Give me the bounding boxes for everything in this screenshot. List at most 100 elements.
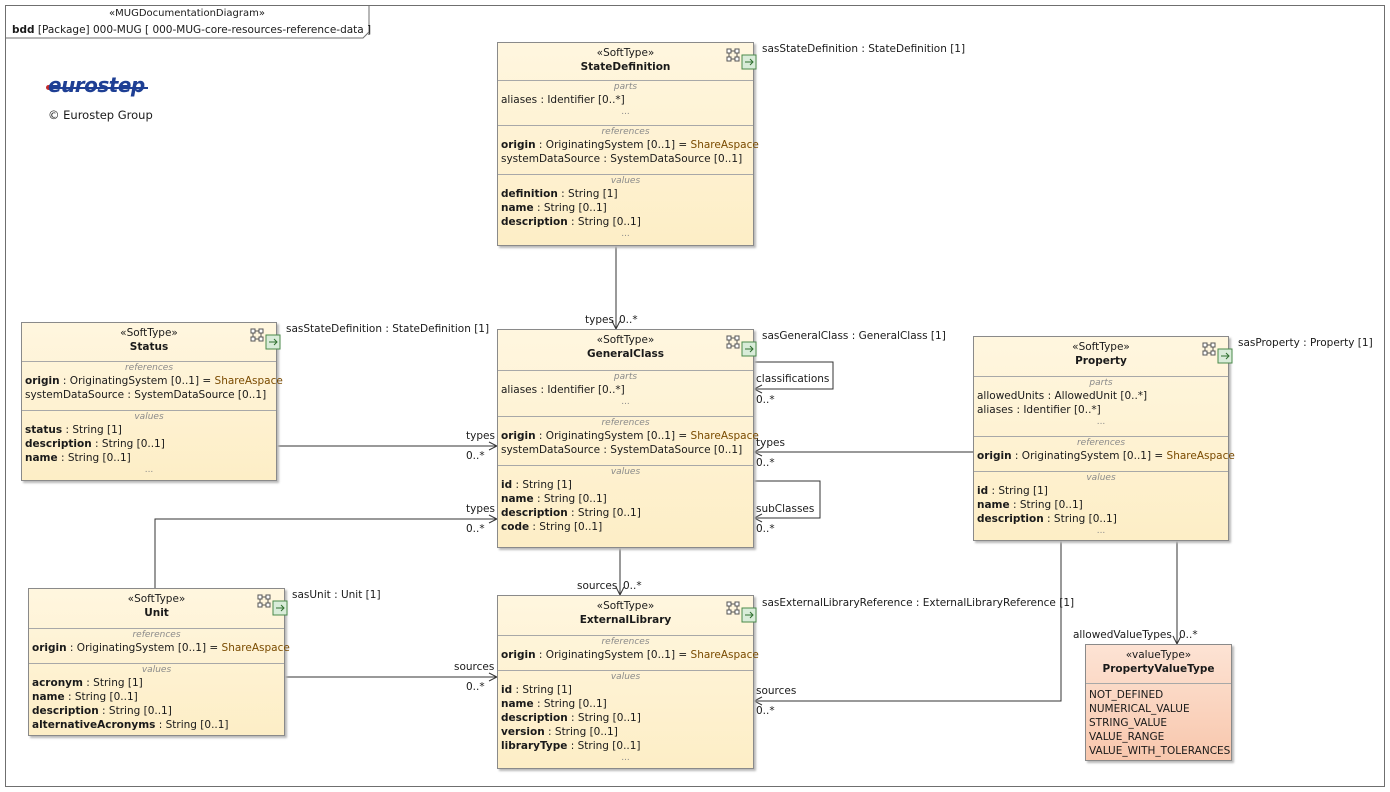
property-row: name : String [0..1]: [25, 452, 131, 464]
compartment-caption: values: [1086, 473, 1116, 483]
edge-unit-generalclass: [154, 519, 497, 588]
composite-icon: [726, 601, 757, 623]
stereotype-label: «SoftType»: [596, 47, 655, 59]
frame-tab-border: [5, 5, 370, 39]
compartment-caption: parts: [1089, 378, 1113, 388]
sas-label-statedefinition: sasStateDefinition : StateDefinition [1]: [762, 43, 966, 55]
eurostep-logo: eurostep: [46, 73, 148, 97]
compartment-caption: references: [601, 127, 650, 137]
property-row: origin : OriginatingSystem [0..1] = Shar…: [501, 649, 759, 661]
edge-role-label: types: [466, 430, 495, 442]
property-row: acronym : String [1]: [32, 677, 143, 689]
compartment-caption: references: [132, 630, 181, 640]
sas-label-generalclass: sasGeneralClass : GeneralClass [1]: [762, 330, 946, 342]
property-row: systemDataSource : SystemDataSource [0..…: [501, 153, 743, 165]
block-property[interactable]: «SoftType» Property parts allowedUnits :…: [973, 336, 1235, 541]
property-row: name : String [0..1]: [501, 202, 607, 214]
composite-icon: [1202, 342, 1233, 364]
frame-stereotype: «MUGDocumentationDiagram»: [109, 8, 265, 19]
stereotype-label: «SoftType»: [120, 327, 178, 339]
diagram-frame: [5, 5, 1385, 787]
property-row: libraryType : String [0..1]: [501, 740, 641, 752]
property-row: systemDataSource : SystemDataSource [0..…: [25, 389, 267, 401]
sas-label-property: sasProperty : Property [1]: [1238, 337, 1373, 349]
compartment-caption: values: [141, 665, 172, 675]
enum-literal: STRING_VALUE: [1089, 717, 1168, 729]
edge-multiplicity-label: 0..*: [756, 457, 775, 469]
property-row: description : String [0..1]: [501, 507, 641, 519]
logo-underline: [52, 87, 148, 89]
property-row: description : String [0..1]: [32, 705, 172, 717]
property-row: origin : OriginatingSystem [0..1] = Shar…: [25, 375, 283, 387]
property-row: alternativeAcronyms : String [0..1]: [32, 719, 229, 731]
composite-icon: [250, 328, 281, 350]
edge-multiplicity-label: 0..*: [619, 314, 638, 326]
stereotype-label: «SoftType»: [596, 334, 655, 346]
property-row: aliases : Identifier [0..*]: [501, 94, 625, 106]
property-row: id : String [1]: [501, 684, 572, 696]
property-row: aliases : Identifier [0..*]: [977, 404, 1101, 416]
edge-role-label: sources: [577, 580, 618, 592]
block-generalclass[interactable]: «SoftType» GeneralClass parts aliases : …: [497, 329, 759, 548]
property-row: description : String [0..1]: [977, 513, 1117, 525]
edge-multiplicity-label: 0..*: [756, 394, 775, 406]
edge-role-label: sources: [454, 661, 495, 673]
block-title: Status: [129, 341, 169, 353]
property-row: status : String [1]: [25, 424, 122, 436]
property-row: description : String [0..1]: [25, 438, 165, 450]
property-row: version : String [0..1]: [501, 726, 618, 738]
block-externallibrary[interactable]: «SoftType» ExternalLibrary references or…: [497, 595, 759, 769]
property-row: definition : String [1]: [501, 188, 618, 200]
compartment-caption: values: [610, 672, 641, 682]
edge-role-label: subClasses: [756, 503, 815, 515]
property-row: name : String [0..1]: [977, 499, 1083, 511]
property-row: origin : OriginatingSystem [0..1] = Shar…: [32, 642, 290, 654]
logo-dot-icon: [46, 85, 51, 90]
property-row: origin : OriginatingSystem [0..1] = Shar…: [977, 450, 1235, 462]
property-row: description : String [0..1]: [501, 712, 641, 724]
sas-label-status: sasStateDefinition : StateDefinition [1]: [286, 323, 490, 335]
sas-label-unit: sasUnit : Unit [1]: [292, 589, 381, 601]
property-row: allowedUnits : AllowedUnit [0..*]: [977, 390, 1148, 402]
compartment-caption: references: [601, 418, 650, 428]
property-row: name : String [0..1]: [501, 493, 607, 505]
edge-role-label: types: [756, 437, 785, 449]
block-title: GeneralClass: [586, 348, 665, 360]
block-status[interactable]: «SoftType» Status references origin : Or…: [21, 322, 283, 481]
property-row: origin : OriginatingSystem [0..1] = Shar…: [501, 139, 759, 151]
edge-role-label: allowedValueTypes: [1073, 629, 1172, 641]
compartment-caption: values: [134, 412, 164, 422]
stereotype-label: «SoftType»: [596, 600, 655, 612]
copyright-text: © Eurostep Group: [48, 108, 153, 122]
property-row: aliases : Identifier [0..*]: [501, 384, 625, 396]
frame-name: [Package] 000-MUG [ 000-MUG-core-resourc…: [37, 24, 372, 36]
enum-literal: VALUE_RANGE: [1089, 731, 1165, 743]
block-propertyvaluetype[interactable]: «valueType» PropertyValueType NOT_DEFINE…: [1085, 644, 1232, 761]
block-title: Unit: [144, 607, 169, 619]
enum-literal: VALUE_WITH_TOLERANCES: [1089, 745, 1231, 757]
block-statedefinition[interactable]: «SoftType» StateDefinition parts aliases…: [497, 42, 759, 246]
edge-role-label: classifications: [756, 373, 830, 385]
enum-literal: NUMERICAL_VALUE: [1089, 703, 1190, 715]
edge-multiplicity-label: 0..*: [756, 705, 775, 717]
logo-text: eurostep: [48, 73, 145, 97]
compartment-caption: values: [610, 467, 641, 477]
compartment-caption: parts: [613, 372, 638, 382]
edge-multiplicity-label: 0..*: [466, 523, 485, 535]
edge-generalclass-subclasses: [754, 480, 821, 518]
block-title: StateDefinition: [580, 61, 671, 73]
property-row: description : String [0..1]: [501, 216, 641, 228]
edge-property-extlib: [754, 541, 1062, 701]
frame-tab: «MUGDocumentationDiagram» bdd [Package] …: [5, 5, 372, 38]
composite-icon: [726, 335, 757, 357]
block-title: PropertyValueType: [1102, 663, 1215, 675]
property-row: origin : OriginatingSystem [0..1] = Shar…: [501, 430, 759, 442]
edge-role-label: sources: [756, 685, 797, 697]
edge-role-label: types: [466, 503, 495, 515]
block-unit[interactable]: «SoftType» Unit references origin : Orig…: [28, 588, 290, 736]
stereotype-label: «SoftType»: [127, 593, 186, 605]
compartment-caption: references: [124, 363, 174, 373]
edge-multiplicity-label: 0..*: [1179, 629, 1198, 641]
edge-multiplicity-label: 0..*: [466, 450, 485, 462]
